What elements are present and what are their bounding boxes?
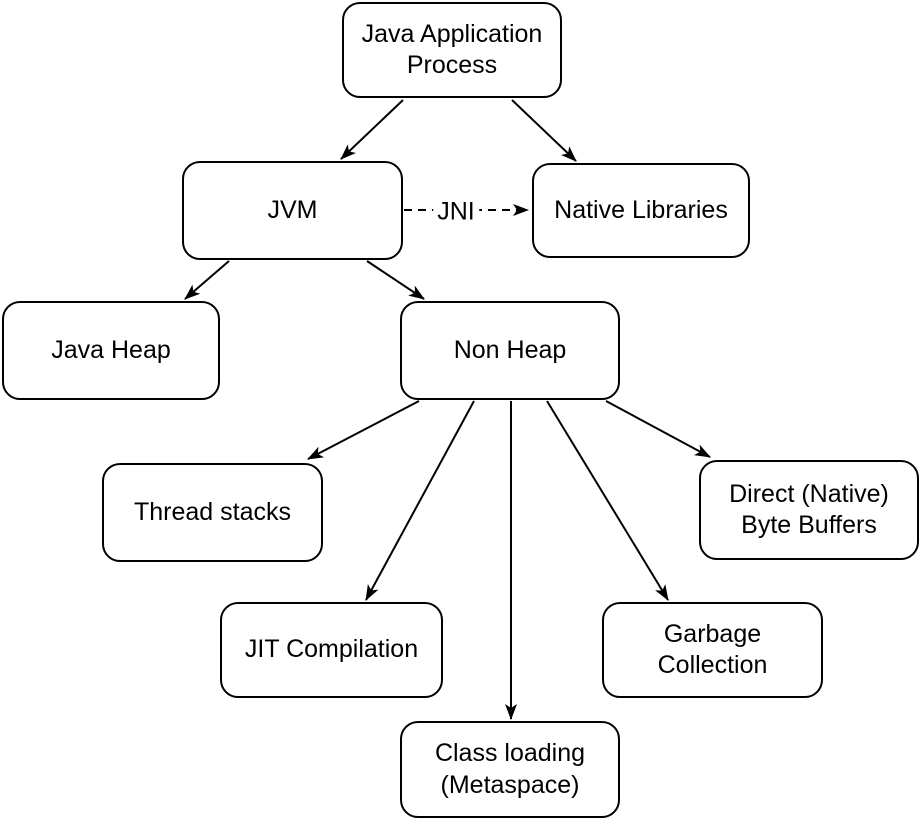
edge-jvm-to-nonheap <box>366 260 425 300</box>
node-direct-native-byte-buffers-label: Direct (Native) Byte Buffers <box>729 479 889 539</box>
node-class-loading-metaspace-label: Class loading (Metaspace) <box>434 739 586 799</box>
node-jit-compilation-label: JIT Compilation <box>244 635 419 664</box>
edge-nonheap-to-gc <box>546 400 669 601</box>
node-garbage-collection: Garbage Collection <box>602 602 823 698</box>
node-java-heap: Java Heap <box>2 301 220 400</box>
node-jvm-label: JVM <box>267 195 318 224</box>
node-jit-compilation: JIT Compilation <box>220 602 443 698</box>
node-non-heap: Non Heap <box>400 301 620 400</box>
node-garbage-collection-label: Garbage Collection <box>657 619 768 679</box>
node-native-libraries-label: Native Libraries <box>554 195 728 224</box>
edge-nonheap-to-jit <box>365 400 475 601</box>
edge-nonheap-to-direct <box>605 400 711 458</box>
node-thread-stacks-label: Thread stacks <box>133 497 291 526</box>
edge-nonheap-to-threadstacks <box>307 400 420 460</box>
node-non-heap-label: Non Heap <box>453 335 567 364</box>
edge-japp-to-native <box>511 99 577 162</box>
node-jvm: JVM <box>182 161 403 260</box>
node-java-heap-label: Java Heap <box>51 335 171 364</box>
edge-label-jni: JNI <box>433 197 479 227</box>
edge-japp-to-jvm <box>340 99 404 160</box>
edge-jvm-to-javaheap <box>184 260 230 300</box>
node-thread-stacks: Thread stacks <box>102 463 323 562</box>
node-native-libraries: Native Libraries <box>532 163 750 258</box>
node-java-application-process-label: Java Application Process <box>361 19 543 79</box>
node-direct-native-byte-buffers: Direct (Native) Byte Buffers <box>699 460 919 560</box>
node-class-loading-metaspace: Class loading (Metaspace) <box>400 721 620 818</box>
node-java-application-process: Java Application Process <box>342 2 562 98</box>
